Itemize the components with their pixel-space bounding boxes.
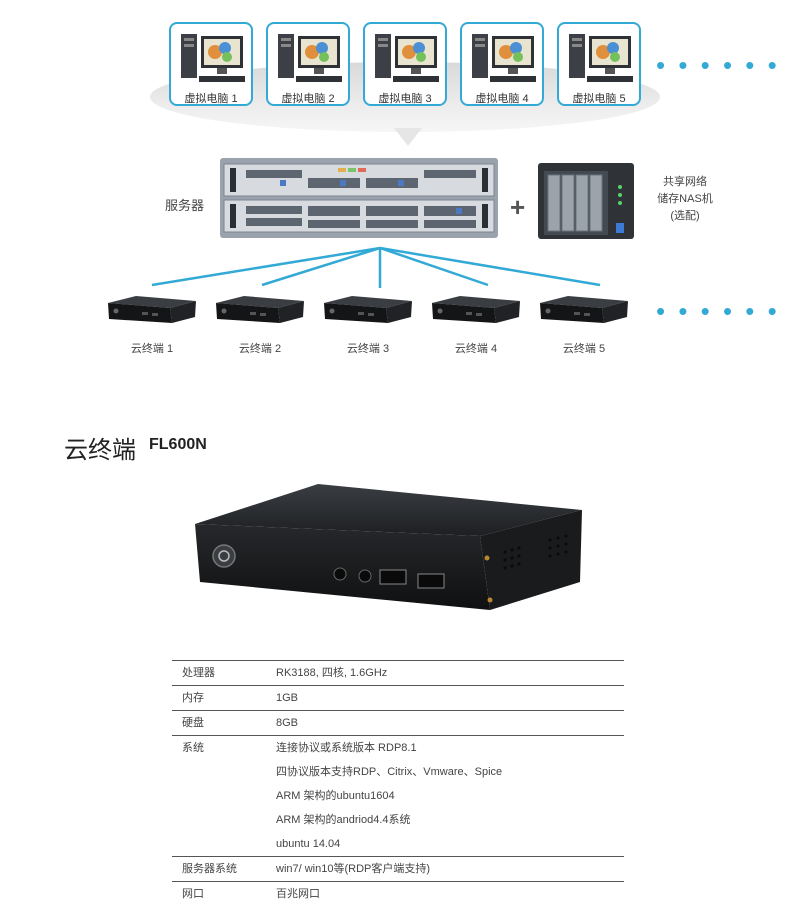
spec-key-cell: 网口: [172, 882, 276, 906]
nas-storage-icon: [538, 163, 634, 239]
spec-value: 8GB: [276, 717, 299, 729]
thin-client-label: 云终端 2: [238, 343, 282, 355]
product-title: 云终端: [64, 437, 136, 464]
spec-key-cell: 内存: [172, 686, 276, 710]
computer-icon: [375, 34, 439, 82]
thin-client-label: 云终端 3: [346, 343, 390, 355]
spec-value: 连接协议或系统版本 RDP8.1: [276, 742, 417, 754]
spec-values: RK3188, 四核, 1.6GHz: [276, 661, 624, 685]
cloud-pointer: [394, 128, 422, 146]
virtual-pc-card: 虚拟电脑 1: [169, 22, 253, 106]
spec-table: 处理器 RK3188, 四核, 1.6GHz 内存 1GB 硬盘 8GB 系统 连接协议或系统…: [172, 660, 624, 906]
thin-client-icon: [108, 296, 196, 323]
architecture-diagram: 虚拟电脑 1 虚拟电脑 2 虚拟电脑 3 虚拟电脑 4 虚拟电脑 5 • • • • •…: [0, 0, 790, 380]
thin-client-label: 云终端 5: [562, 343, 606, 355]
spec-value: ARM 架构的ubuntu1604: [276, 790, 395, 802]
product-model: FL600N: [149, 436, 207, 453]
thin-client-icon: [432, 296, 520, 323]
thin-client-icon: [324, 296, 412, 323]
nas-label-line: 储存NAS机: [657, 193, 713, 205]
spec-key: 系统: [182, 742, 204, 754]
spec-row: 内存 1GB: [172, 685, 624, 710]
computer-icon: [278, 34, 342, 82]
spec-key: 内存: [182, 692, 204, 704]
spec-row: 系统 连接协议或系统版本 RDP8.1 四协议版本支持RDP、Citrix、Vmwa…: [172, 735, 624, 856]
spec-row: 服务器系统 win7/ win10等(RDP客户端支持): [172, 856, 624, 881]
spec-value: win7/ win10等(RDP客户端支持): [276, 863, 431, 875]
spec-key-cell: 系统: [172, 736, 276, 856]
network-fan-lines: [151, 246, 601, 288]
nas-label-line: (选配): [670, 210, 700, 222]
thin-client-label: 云终端 1: [130, 343, 174, 355]
spec-key: 网口: [182, 888, 204, 900]
spec-key-cell: 服务器系统: [172, 857, 276, 881]
more-thin-clients-dots: • • • • • •: [656, 296, 780, 326]
spec-values: 1GB: [276, 686, 624, 710]
thin-client-product-image: [195, 484, 582, 610]
virtual-pc-label: 虚拟电脑 3: [378, 93, 432, 105]
server-rack-icon: [220, 158, 498, 238]
virtual-pc-card: 虚拟电脑 2: [266, 22, 350, 106]
thin-client-label: 云终端 4: [454, 343, 498, 355]
spec-key: 处理器: [182, 667, 215, 679]
plus-sign: +: [510, 192, 526, 222]
server-label: 服务器: [165, 198, 205, 213]
spec-value: 1GB: [276, 692, 299, 704]
spec-value: 四协议版本支持RDP、Citrix、Vmware、Spice: [276, 766, 503, 778]
spec-values: 8GB: [276, 711, 624, 735]
virtual-pc-card: 虚拟电脑 3: [363, 22, 447, 106]
virtual-pc-label: 虚拟电脑 5: [572, 93, 626, 105]
more-virtual-pcs-dots: • • • • • •: [656, 50, 780, 80]
spec-value: ARM 架构的andriod4.4系统: [276, 814, 411, 826]
computer-icon: [472, 34, 536, 82]
nas-label-line: 共享网络: [663, 176, 707, 188]
computer-icon: [569, 34, 633, 82]
spec-row: 硬盘 8GB: [172, 710, 624, 735]
spec-key: 硬盘: [182, 717, 204, 729]
spec-row: 网口 百兆网口: [172, 881, 624, 906]
thin-client-icon: [540, 296, 628, 323]
computer-icon: [181, 34, 245, 82]
spec-value: ubuntu 14.04: [276, 838, 341, 850]
spec-row: 处理器 RK3188, 四核, 1.6GHz: [172, 660, 624, 685]
spec-value: RK3188, 四核, 1.6GHz: [276, 667, 388, 679]
nas-label: 共享网络 储存NAS机 (选配): [650, 174, 720, 225]
spec-values: 连接协议或系统版本 RDP8.1 四协议版本支持RDP、Citrix、Vmware…: [276, 736, 624, 856]
thin-client-icon: [216, 296, 304, 323]
spec-key-cell: 处理器: [172, 661, 276, 685]
virtual-pc-card: 虚拟电脑 5: [557, 22, 641, 106]
spec-key: 服务器系统: [182, 863, 237, 875]
spec-key-cell: 硬盘: [172, 711, 276, 735]
spec-value: 百兆网口: [276, 888, 320, 900]
spec-values: 百兆网口: [276, 882, 624, 906]
virtual-pc-label: 虚拟电脑 4: [475, 93, 529, 105]
virtual-pc-card: 虚拟电脑 4: [460, 22, 544, 106]
spec-values: win7/ win10等(RDP客户端支持): [276, 857, 624, 881]
virtual-pc-label: 虚拟电脑 1: [184, 93, 238, 105]
virtual-pc-label: 虚拟电脑 2: [281, 93, 335, 105]
